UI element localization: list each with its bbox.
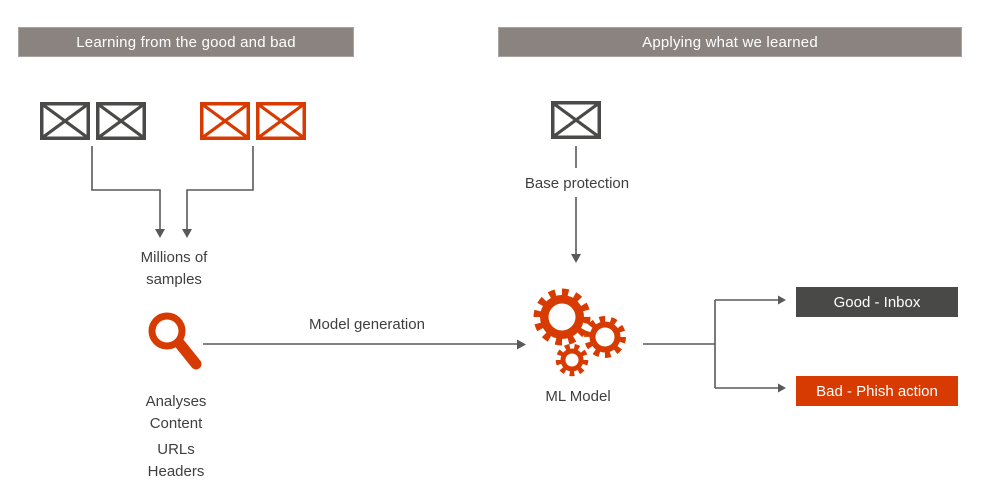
connector-base-protection [571,146,581,263]
email-icon [256,102,306,140]
connector-bad-samples [182,146,254,238]
bad-phish-action-label: Bad - Phish action [816,382,938,400]
header-learning: Learning from the good and bad [18,27,354,57]
email-icon [200,102,250,140]
connector-model-generation [203,339,526,350]
header-applying-label: Applying what we learned [642,33,818,51]
header-learning-label: Learning from the good and bad [76,33,296,51]
email-icon [40,102,90,140]
connector-outcomes [643,295,786,393]
header-applying: Applying what we learned [498,27,962,57]
ml-model-label: ML Model [545,388,611,405]
analysis-list: Analyses Content URLs Headers [145,393,207,480]
gear-icon [533,288,626,377]
email-icon [96,102,146,140]
good-inbox-box: Good - Inbox [796,287,958,317]
search-icon [148,312,202,370]
millions-of-samples-label: Millions of samples [140,249,208,288]
connector-good-samples [91,146,165,238]
bad-phish-action-box: Bad - Phish action [796,376,958,406]
email-icon [551,101,601,139]
base-protection-label: Base protection [524,175,630,192]
model-generation-label: Model generation [309,316,425,333]
good-inbox-label: Good - Inbox [833,293,921,311]
